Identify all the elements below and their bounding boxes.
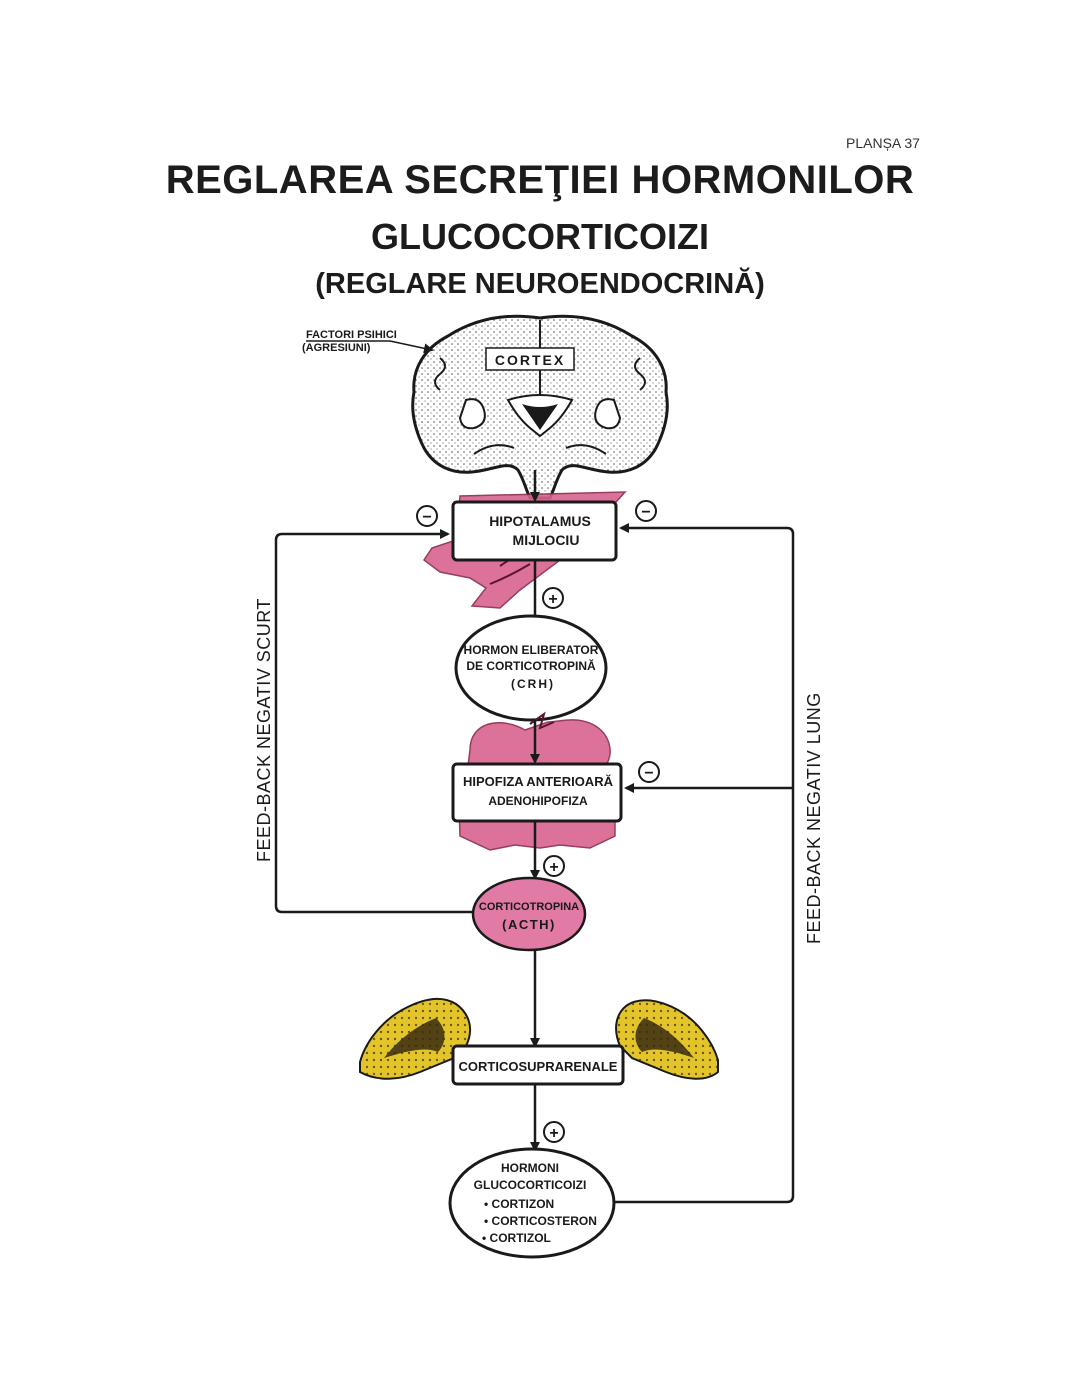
hormones-label-line2: GLUCOCORTICOIZI — [474, 1178, 587, 1192]
subtitle: (REGLARE NEUROENDOCRINĂ) — [315, 268, 765, 300]
short-feedback-loop-line — [274, 529, 472, 914]
long-feedback-label: FEED-BACK NEGATIV LUNG — [804, 692, 824, 944]
cortex-box — [485, 347, 575, 371]
acth-ellipse — [471, 876, 587, 952]
hormones-label-line1: HORMONI — [501, 1161, 559, 1175]
brain-illustration — [411, 314, 669, 500]
minus-sign-hypothalamus-right — [635, 500, 657, 522]
hypothalamus-box — [451, 500, 618, 562]
long-feedback-loop-line — [614, 523, 795, 1204]
title-line-1: REGLAREA SECREŢIEI HORMONILOR — [165, 158, 915, 202]
minus-sign-text: − — [644, 765, 653, 782]
factori-label-line1: FACTORI PSIHICI — [306, 329, 397, 341]
adrenal-cortex-box — [451, 1044, 625, 1086]
adrenal-gland-right — [615, 999, 719, 1080]
plus-sign-text: + — [549, 1125, 558, 1142]
hormone-item-cortizon: • CORTIZON — [484, 1197, 554, 1211]
minus-sign-text: − — [641, 504, 650, 521]
minus-sign-hypothalamus-left — [416, 505, 438, 527]
acth-label-line1: CORTICOTROPINA — [479, 901, 579, 913]
acth-label-line2: (ACTH) — [502, 917, 556, 932]
plus-sign-hormones — [543, 1121, 565, 1143]
title-line-2: GLUCOCORTICOIZI — [371, 216, 709, 257]
adrenal-cortex-label: CORTICOSUPRARENALE — [459, 1059, 618, 1074]
minus-sign-pituitary — [638, 761, 660, 783]
pituitary-label-line1: HIPOFIZA ANTERIOARĂ — [463, 774, 614, 789]
hypothalamus-label-line2: MIJLOCIU — [513, 532, 580, 548]
short-feedback-label: FEED-BACK NEGATIV SCURT — [254, 598, 274, 862]
pituitary-label-line2: ADENOHIPOFIZA — [488, 794, 588, 808]
plus-sign-crh — [542, 587, 564, 609]
plus-sign-text: + — [549, 859, 558, 876]
crh-label-line1: HORMON ELIBERATOR — [464, 643, 599, 657]
factori-arrow — [306, 340, 432, 350]
crh-ellipse — [454, 614, 608, 722]
factori-label-line2: (AGRESIUNI) — [302, 342, 371, 354]
hormone-item-corticosteron: • CORTICOSTERON — [484, 1214, 597, 1228]
plate-number: PLANȘA 37 — [846, 135, 920, 151]
cortex-label: CORTEX — [495, 352, 565, 368]
pituitary-box — [451, 762, 623, 823]
adrenal-gland-left — [359, 997, 472, 1080]
hypothalamus-label-line1: HIPOTALAMUS — [489, 513, 591, 529]
hormone-item-cortizol: • CORTIZOL — [482, 1231, 551, 1245]
minus-sign-text: − — [422, 509, 431, 526]
crh-label-line2: DE CORTICOTROPINĂ — [466, 658, 596, 673]
plus-sign-acth — [543, 855, 565, 877]
crh-label-line3: (CRH) — [511, 677, 555, 691]
plus-sign-text: + — [548, 591, 557, 608]
